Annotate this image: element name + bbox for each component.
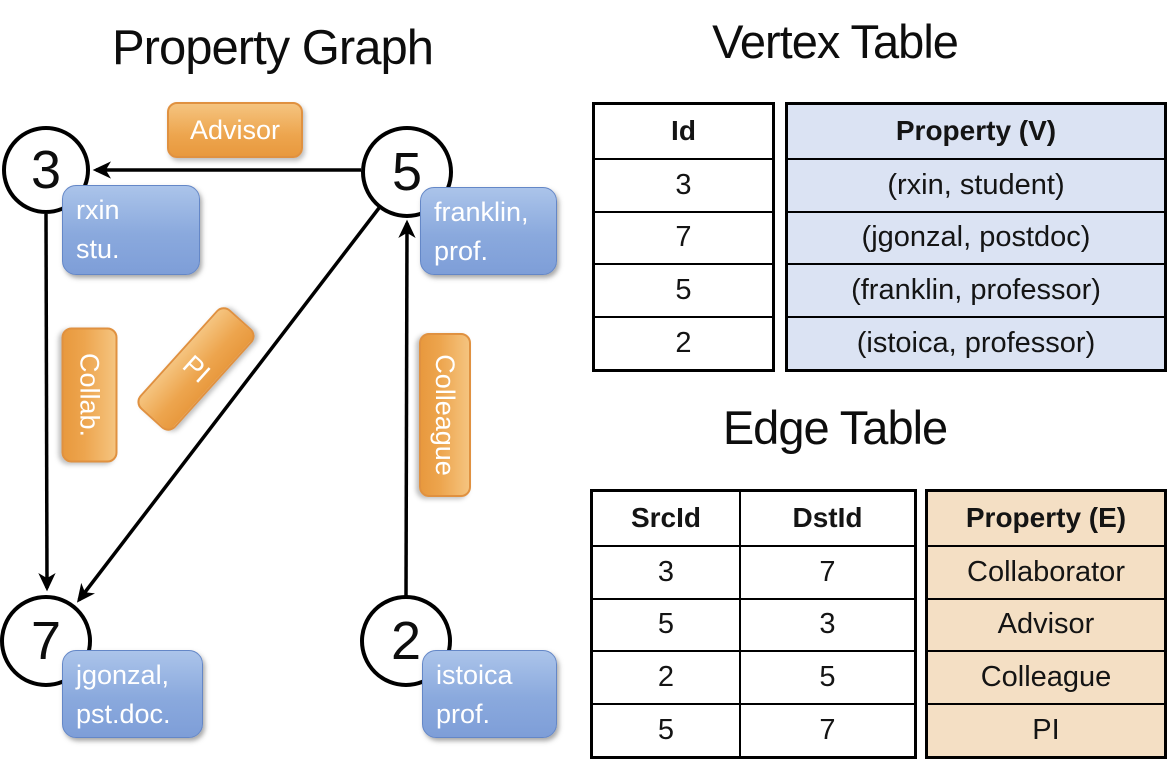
- prop-line: istoica: [436, 660, 513, 690]
- edge-label-text: Colleague: [430, 354, 461, 476]
- vertex-prop-box-rxin: rxin stu.: [62, 185, 200, 275]
- edge-label-pi: PI: [133, 303, 259, 435]
- table-cell: 5: [595, 263, 772, 316]
- table-cell: 2: [595, 316, 772, 369]
- table-cell: 3: [739, 597, 914, 651]
- edge-label-text: Collab.: [75, 352, 105, 438]
- graph-node-3: 3: [2, 126, 90, 214]
- table-cell: Advisor: [928, 597, 1164, 651]
- edge-label-text: PI: [176, 348, 216, 389]
- edge-collab-3-7: [38, 213, 56, 592]
- table-cell: 2: [593, 650, 739, 703]
- column-header: Property (E): [965, 502, 1127, 534]
- table-cell: 3: [595, 157, 772, 211]
- table-cell: 5: [593, 597, 739, 651]
- vertex-prop-box-franklin: franklin, prof.: [420, 187, 557, 275]
- node-id-label: 3: [30, 140, 62, 200]
- table-cell: (rxin, student): [788, 157, 1164, 211]
- table-cell: 7: [739, 544, 914, 598]
- table-cell: 7: [739, 703, 914, 756]
- prop-line: prof.: [436, 699, 491, 729]
- edge-label-collab: Collab.: [61, 327, 118, 463]
- edge-table-title: Edge Table: [722, 401, 948, 454]
- node-id-label: 7: [30, 611, 62, 671]
- edge-table-property-column: Property (E) Collaborator Advisor Collea…: [925, 489, 1167, 759]
- vertex-prop-box-jgonzal: jgonzal, pst.doc.: [62, 650, 203, 738]
- edge-label-advisor: Advisor: [167, 102, 303, 158]
- prop-line: pst.doc.: [76, 699, 171, 729]
- table-cell: 7: [595, 210, 772, 264]
- table-cell: 3: [593, 544, 739, 598]
- vertex-table-property-column: Property (V) (rxin, student) (jgonzal, p…: [785, 102, 1167, 372]
- table-cell: (jgonzal, postdoc): [788, 210, 1164, 264]
- vertex-prop-box-istoica: istoica prof.: [422, 650, 557, 738]
- vertex-table-title: Vertex Table: [712, 15, 959, 68]
- prop-line: jgonzal,: [76, 660, 170, 690]
- node-id-label: 2: [390, 611, 422, 671]
- table-cell: PI: [928, 703, 1164, 756]
- column-header: Property (V): [895, 115, 1057, 147]
- table-cell: (istoica, professor): [788, 316, 1164, 369]
- node-id-label: 5: [391, 142, 423, 202]
- column-header: SrcId: [630, 502, 702, 534]
- graph-title: Property Graph: [112, 21, 434, 75]
- prop-line: prof.: [434, 236, 489, 266]
- table-cell: 5: [593, 703, 739, 756]
- table-cell: Collaborator: [928, 544, 1164, 598]
- table-cell: Colleague: [928, 650, 1164, 703]
- edge-colleague-2-5: [398, 219, 416, 597]
- edge-table-id-columns: SrcId DstId 3 7 5 3 2 5 5 7: [590, 489, 917, 759]
- column-header: Id: [671, 115, 696, 147]
- prop-line: rxin: [76, 195, 120, 225]
- edge-label-colleague: Colleague: [419, 333, 471, 497]
- column-header: DstId: [739, 492, 914, 545]
- prop-line: franklin,: [434, 197, 529, 227]
- edge-label-text: Advisor: [189, 114, 281, 145]
- prop-line: stu.: [76, 234, 120, 264]
- table-cell: 5: [739, 650, 914, 704]
- vertex-table-id-column: Id 3 7 5 2: [592, 102, 775, 372]
- table-cell: (franklin, professor): [788, 263, 1164, 316]
